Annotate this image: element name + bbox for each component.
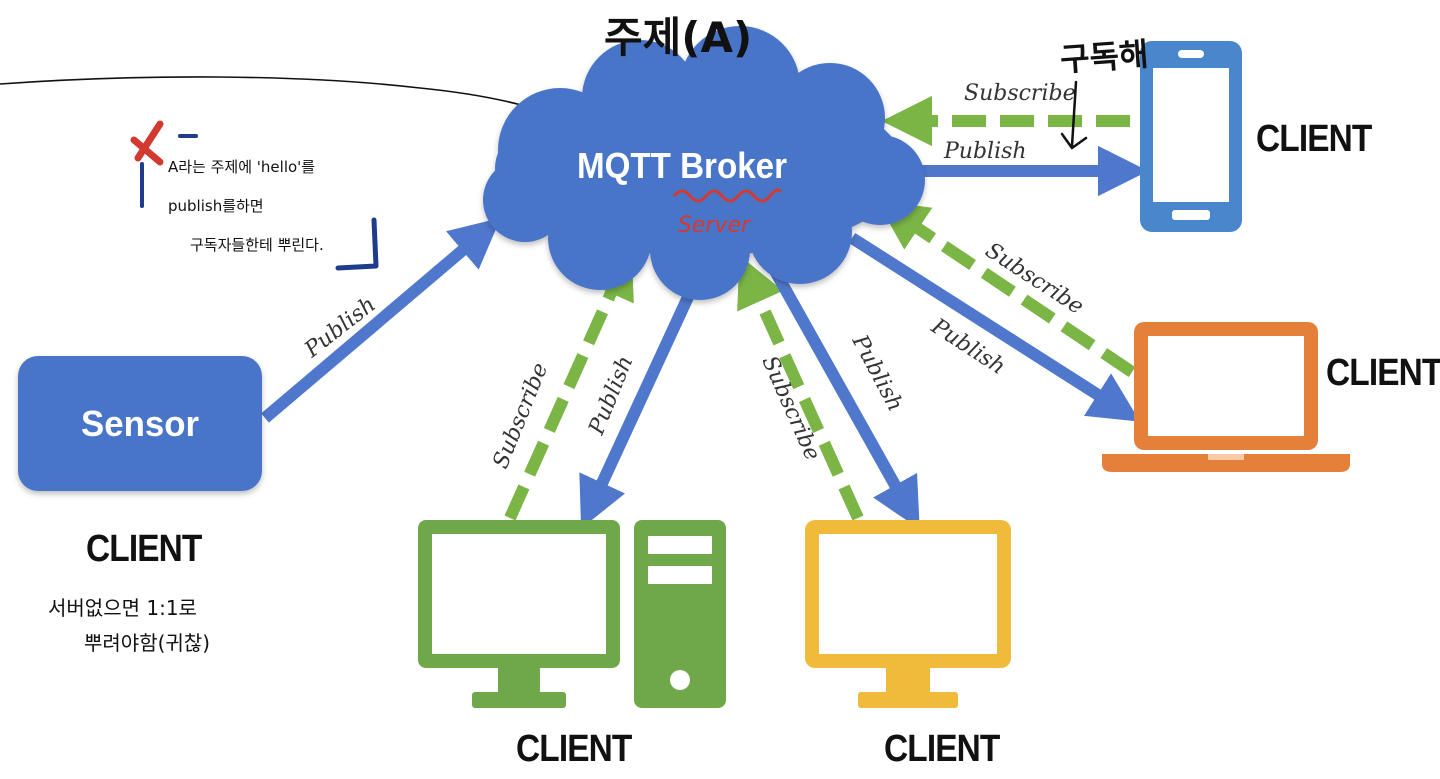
monitor-device [805, 520, 1011, 708]
publish-note-line-3: 구독자들한테 뿌린다. [190, 236, 324, 254]
broker-note: Server [678, 213, 752, 238]
arrow-monitor-subscribe [737, 255, 864, 521]
red-star-mark [130, 120, 164, 166]
laptop-device [1102, 322, 1350, 472]
desktop-client-label: CLIENT [516, 728, 632, 770]
publish-note: A라는 주제에 'hello'를 publish를하면 구독자들한테 뿌린다. [168, 156, 368, 254]
phone-client-label: CLIENT [1256, 118, 1372, 160]
phone-device [1140, 41, 1242, 232]
topic-note: 주제(A) [604, 13, 753, 62]
arrow-desktop-subscribe [504, 247, 634, 521]
broker-cloud [483, 26, 925, 300]
note-bracket-close [335, 217, 379, 271]
broker-underline-squiggle [672, 188, 782, 203]
sensor-label: Sensor [81, 403, 199, 444]
sensor-client-label: CLIENT [86, 528, 202, 570]
label-phone-publish: Publish [943, 139, 1027, 164]
desktop-device [418, 520, 726, 708]
laptop-client-label: CLIENT [1326, 352, 1440, 394]
arrow-desktop-publish [579, 279, 701, 529]
sensor-box [18, 356, 262, 491]
sensor-note: 서버없으면 1:1로 뿌려야함(귀찮) [48, 592, 248, 655]
sensor-note-line-1: 서버없으면 1:1로 [48, 596, 197, 620]
arrow-sensor-publish [261, 217, 501, 423]
arrow-laptop-publish [848, 232, 1140, 422]
label-phone-subscribe: Subscribe [964, 81, 1076, 106]
arrow-laptop-subscribe [876, 200, 1136, 377]
annotation-pointer-line [0, 76, 586, 133]
note-bracket-open [140, 134, 198, 208]
arrow-monitor-publish [764, 259, 920, 530]
publish-note-line-2: publish를하면 [168, 197, 264, 215]
phone-subscribe-note: 구독해 [1058, 34, 1150, 80]
sensor-note-line-2: 뿌려야함(귀찮) [84, 631, 211, 655]
subscribe-note-arrow [1060, 80, 1088, 150]
monitor-client-label: CLIENT [884, 728, 1000, 770]
publish-note-line-1: A라는 주제에 'hello'를 [168, 158, 316, 176]
broker-label: MQTT Broker [577, 145, 787, 186]
